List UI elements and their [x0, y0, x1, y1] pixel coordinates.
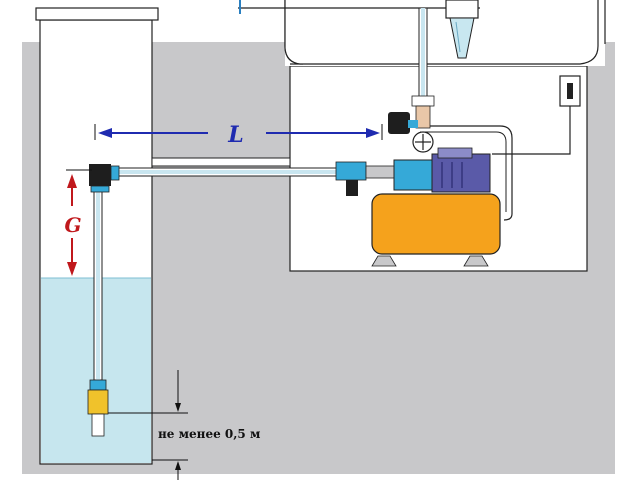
house-upper-wall: [284, 0, 599, 65]
pressure-hose: [420, 125, 513, 221]
tank-foot-left: [371, 255, 397, 267]
distance-L-arrow: [94, 124, 383, 140]
cone-filter-icon: [445, 0, 479, 59]
distance-G-label: G: [64, 213, 81, 237]
shutoff-valve: [388, 112, 410, 134]
pump-housing: [393, 159, 435, 191]
power-cable: [492, 106, 571, 155]
outlet-assembly: [388, 95, 435, 153]
pump-unit: [371, 125, 513, 267]
wall-sleeve: [151, 157, 291, 167]
suction-pipe-vertical-inner: [96, 180, 100, 380]
riser-pipe-inner: [421, 8, 425, 106]
elbow-fitting: [89, 164, 120, 193]
check-valve: [87, 379, 109, 437]
inlet-fitting: [335, 161, 397, 196]
motor-terminal-box: [437, 147, 473, 159]
pressure-tank: [371, 193, 501, 255]
distance-L-label: L: [227, 122, 243, 148]
suction-pipe-horizontal-inner: [100, 170, 340, 174]
well-cap: [35, 7, 159, 21]
distance-G-arrow: [66, 169, 92, 276]
pressure-hose-inner: [420, 131, 507, 212]
tank-foot-right: [463, 255, 489, 267]
min-depth-dimension: [108, 370, 188, 480]
min-depth-label: не менее 0,5 м: [158, 427, 261, 441]
wall-switch-icon: [559, 75, 581, 107]
